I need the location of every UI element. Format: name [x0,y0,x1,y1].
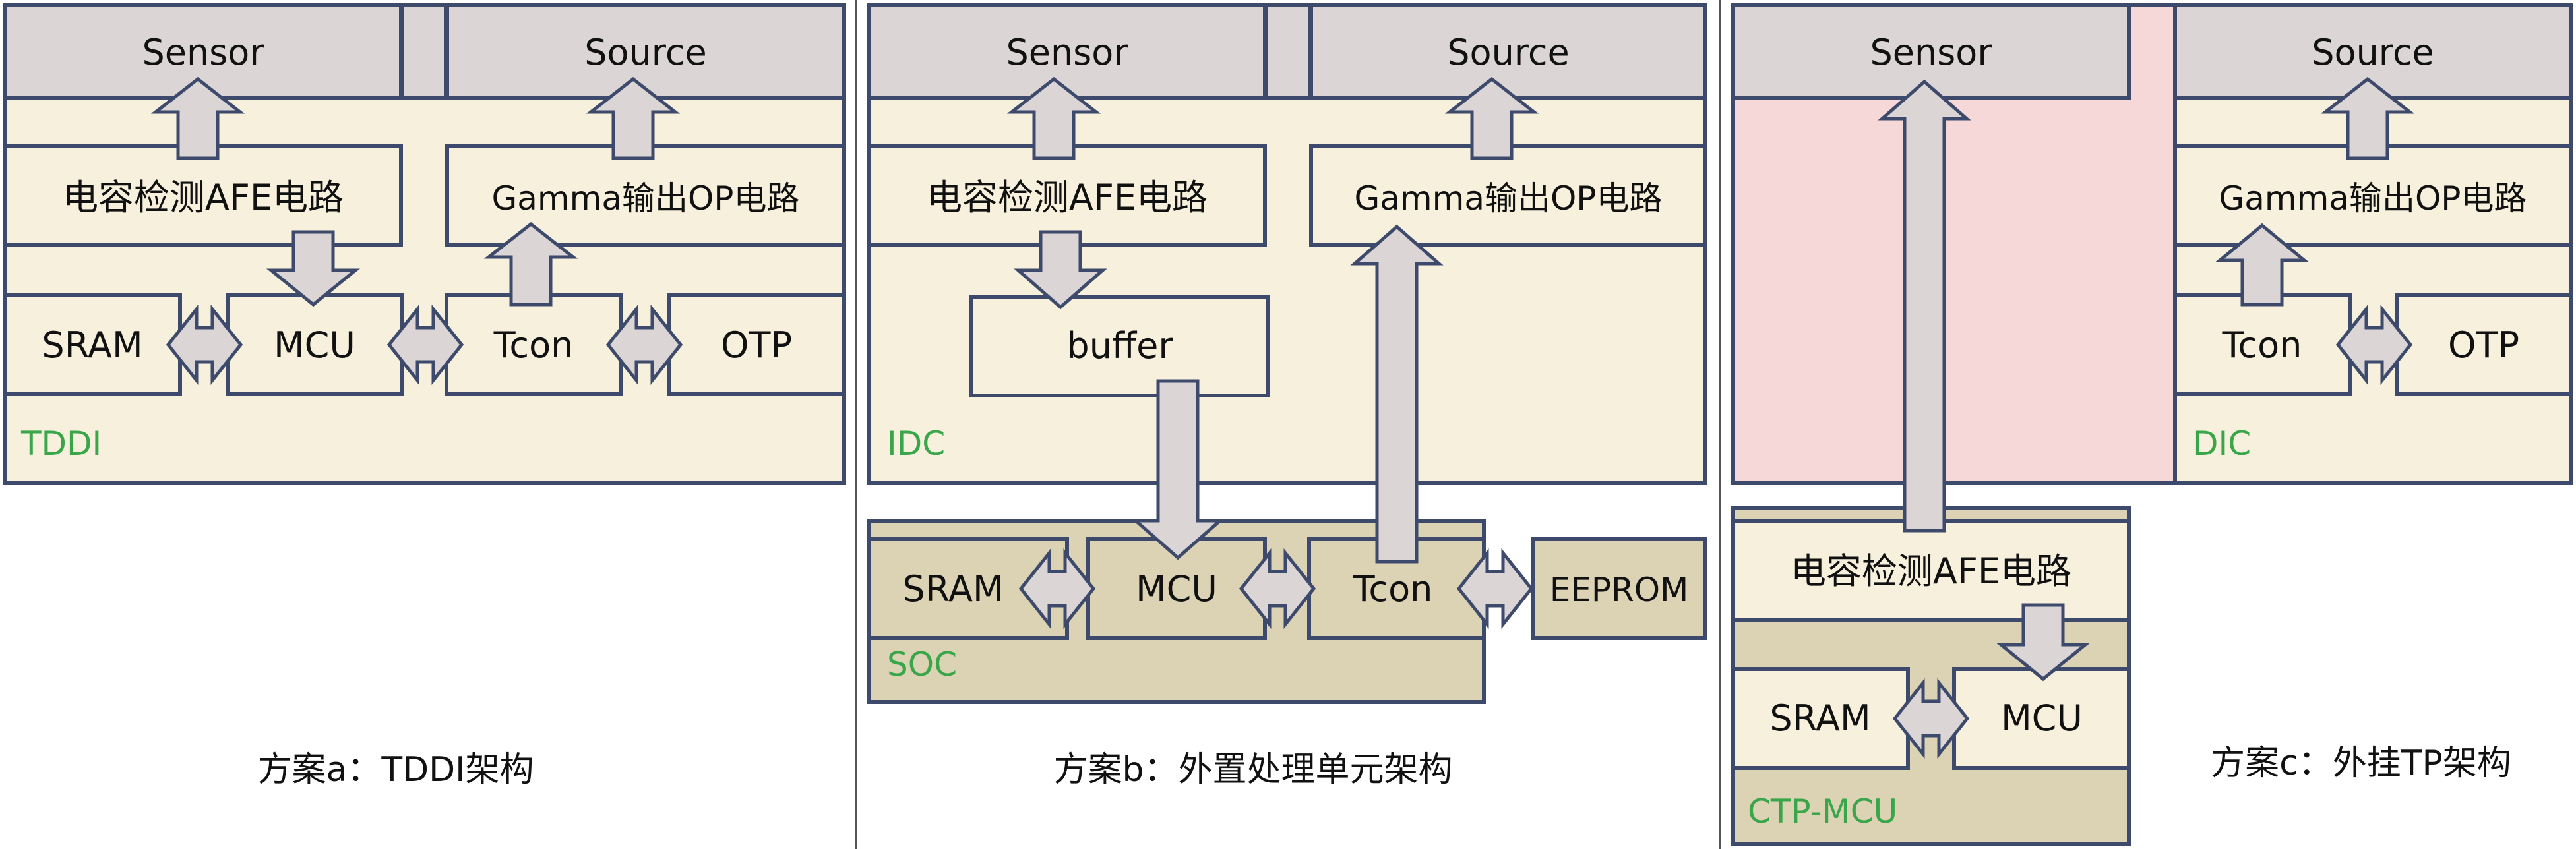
panel-b-tcon-label: Tcon [1353,568,1433,610]
panel-b-arrow-mcu-tcon [1239,548,1316,629]
panel-b-gamma-label: Gamma输出OP电路 [1355,179,1663,218]
panel-c-sensor-box [1731,3,2131,100]
panel-b-buffer-box [969,295,1270,397]
panel-b-gap-box [1264,3,1312,100]
panel-a: Sensor Source 电容检测AFE电路 Gamma输出OP电路 SRAM… [3,3,846,790]
panel-a-sram-label: SRAM [42,324,142,366]
panel-b-source-label: Source [1447,32,1569,73]
panel-b-arrow-tcon-eeprom [1456,548,1534,629]
panel-a-arrow-down-mcu [266,230,361,307]
panel-a-otp-label: OTP [721,324,792,366]
panel-a-sram-box [3,293,182,396]
panel-a-chip-label: TDDI [20,424,102,463]
panel-a-arrow-sram-mcu [166,304,243,386]
panel-b-soc-label: SOC [887,645,957,684]
panel-a-arrow-mcu-tcon [386,304,464,386]
panel-a-sensor-label: Sensor [142,32,264,73]
panel-c-sram-box [1731,667,1910,770]
panel-a-source-label: Source [584,32,706,73]
panel-b-eeprom-label: EEPROM [1550,571,1689,609]
panel-a-gap-box [400,3,448,100]
panel-b-mcu-label: MCU [1136,568,1217,610]
panel-a-afe-box [3,144,403,247]
panel-c-sram-label: SRAM [1769,697,1870,739]
panel-c-otp-label: OTP [2448,324,2519,366]
panel-b-caption: 方案b：外置处理单元架构 [1053,750,1452,790]
panel-c-arrow-down-mcu [1996,603,2091,682]
panel-c-gamma-label: Gamma输出OP电路 [2219,179,2527,218]
panel-b-arrow-down-buffer [1014,230,1107,310]
panel-c-afe-label: 电容检测AFE电路 [1791,550,2071,592]
panel-c-gamma-box [2173,144,2573,247]
panel-c-caption: 方案c：外挂TP架构 [2211,744,2511,783]
panel-b-buffer-label: buffer [1066,325,1173,366]
panel-a-mcu-label: MCU [274,324,355,366]
panel-b-sensor-label: Sensor [1006,32,1128,73]
panel-c-ctp-mcu-label: CTP-MCU [1748,792,1897,831]
panel-c-arrow-tcon-otp [2335,304,2413,386]
panel-c-mcu-box [1952,667,2131,770]
panel-c-mcu-label: MCU [2001,697,2083,739]
panel-b-eeprom-box [1531,537,1707,640]
panel-a-arrow-up-sensor [150,76,245,160]
panel-a-caption: 方案a：TDDI架构 [257,750,534,790]
panel-c: Sensor Source Gamma输出OP电路 Tcon OTP DIC 电… [1731,3,2573,846]
panel-c-sensor-label: Sensor [1870,32,1992,73]
panel-c-arrow-up-sensor [1878,79,1971,533]
panel-b-arrow-tcon-gamma [1350,224,1444,564]
panel-c-chip-label: DIC [2193,424,2251,463]
panel-b-arrow-sram-mcu [1018,548,1096,629]
panel-b-chip-label: IDC [887,424,945,463]
panel-b-sram-label: SRAM [902,568,1003,610]
panel-a-afe-label: 电容检测AFE电路 [63,177,344,218]
panel-c-arrow-up-gamma [2215,223,2309,307]
panel-b-arrow-buffer-mcu [1131,379,1225,560]
panel-c-source-label: Source [2312,32,2434,73]
panel-a-arrow-tcon-otp [605,304,683,386]
panel-c-tcon-label: Tcon [2222,324,2302,366]
panel-b-source-box [1309,3,1707,100]
panel-a-tcon-label: Tcon [493,324,574,366]
panel-c-otp-box [2395,293,2573,396]
panel-b: Sensor Source 电容检测AFE电路 Gamma输出OP电路 buff… [867,3,1707,790]
panel-a-gamma-label: Gamma输出OP电路 [492,179,800,218]
panel-b-arrow-up-source [1444,76,1539,160]
panel-b-afe-label: 电容检测AFE电路 [927,177,1208,218]
panel-a-source-box [445,3,846,100]
panel-b-arrow-up-sensor [1006,76,1101,160]
panel-a-gamma-box [445,144,846,247]
panel-a-arrow-up-source [586,76,681,160]
panel-b-gamma-box [1309,144,1707,247]
panel-b-afe-box [867,144,1267,247]
panel-c-tcon-box [2173,293,2352,396]
panel-c-arrow-up-source [2320,76,2415,160]
panel-c-arrow-sram-mcu [1892,678,1970,759]
panel-a-arrow-up-gamma [483,221,578,307]
